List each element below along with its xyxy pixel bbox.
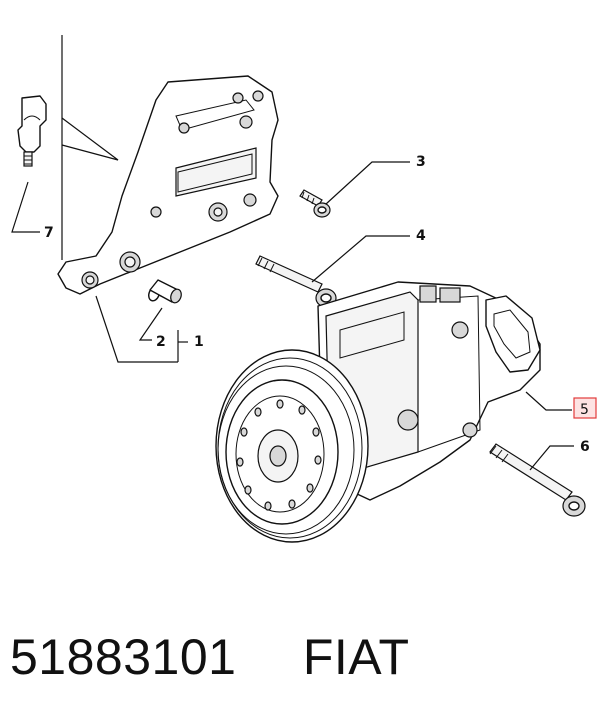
part-small-bolt[interactable] bbox=[299, 189, 331, 218]
part-long-bolt-lower[interactable] bbox=[489, 443, 586, 517]
callout-2[interactable]: 2 bbox=[156, 334, 166, 350]
callout-3[interactable]: 3 bbox=[416, 154, 426, 170]
part-number: 51883101 bbox=[10, 629, 237, 685]
callout-5[interactable]: 5 bbox=[580, 402, 589, 418]
callout-4[interactable]: 4 bbox=[416, 228, 426, 244]
brand-name: FIAT bbox=[302, 629, 410, 685]
callout-7[interactable]: 7 bbox=[44, 225, 54, 241]
part-bushing[interactable] bbox=[147, 279, 183, 304]
part-clip[interactable] bbox=[17, 95, 47, 167]
callout-1[interactable]: 1 bbox=[194, 334, 204, 350]
part-long-bolt-upper[interactable] bbox=[255, 255, 337, 308]
callout-5-highlight bbox=[573, 397, 597, 419]
part-compressor[interactable] bbox=[215, 281, 541, 543]
callout-leaders bbox=[11, 161, 574, 471]
callout-6[interactable]: 6 bbox=[580, 439, 590, 455]
part-footer: 51883101 FIAT bbox=[10, 628, 590, 698]
part-bracket[interactable] bbox=[57, 75, 279, 295]
pulley-holes bbox=[236, 399, 322, 511]
callouts: 7 2 1 3 4 5 6 bbox=[44, 154, 597, 455]
guide-line bbox=[61, 35, 119, 260]
exploded-parts-diagram: 7 2 1 3 4 5 6 bbox=[11, 35, 597, 543]
